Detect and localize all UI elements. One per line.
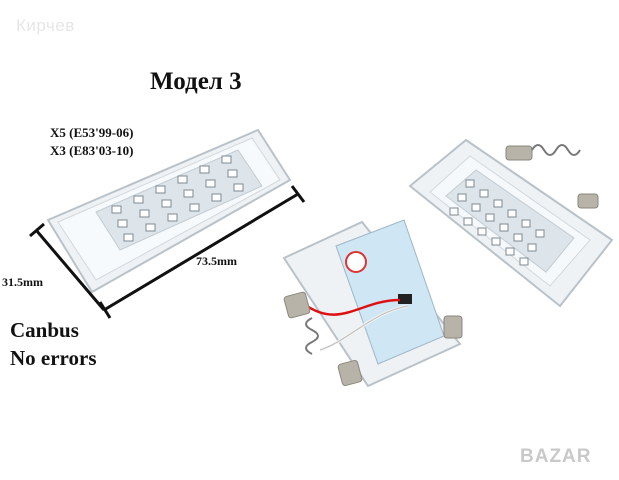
model-x5: X5 (E53'99-06) (50, 125, 134, 140)
compatible-models: X5 (E53'99-06) X3 (E83'03-10) (50, 124, 133, 160)
feature-canbus: Canbus (10, 318, 79, 342)
features: Canbus No errors (10, 316, 97, 372)
right-back-lamp (408, 138, 614, 308)
model-x3: X3 (E83'03-10) (50, 143, 134, 158)
watermark-top: Кирчев (16, 16, 75, 35)
watermark-bottom: BAZAR (520, 446, 592, 467)
dimension-width: 73.5mm (196, 254, 237, 268)
dimension-height: 31.5mm (2, 275, 43, 289)
led-array (111, 155, 244, 242)
page-title: Модел 3 (150, 68, 242, 95)
feature-no-errors: No errors (10, 346, 97, 370)
left-lamp (46, 128, 292, 294)
right-front-lamp (282, 219, 463, 388)
dimension-lines (29, 185, 306, 319)
